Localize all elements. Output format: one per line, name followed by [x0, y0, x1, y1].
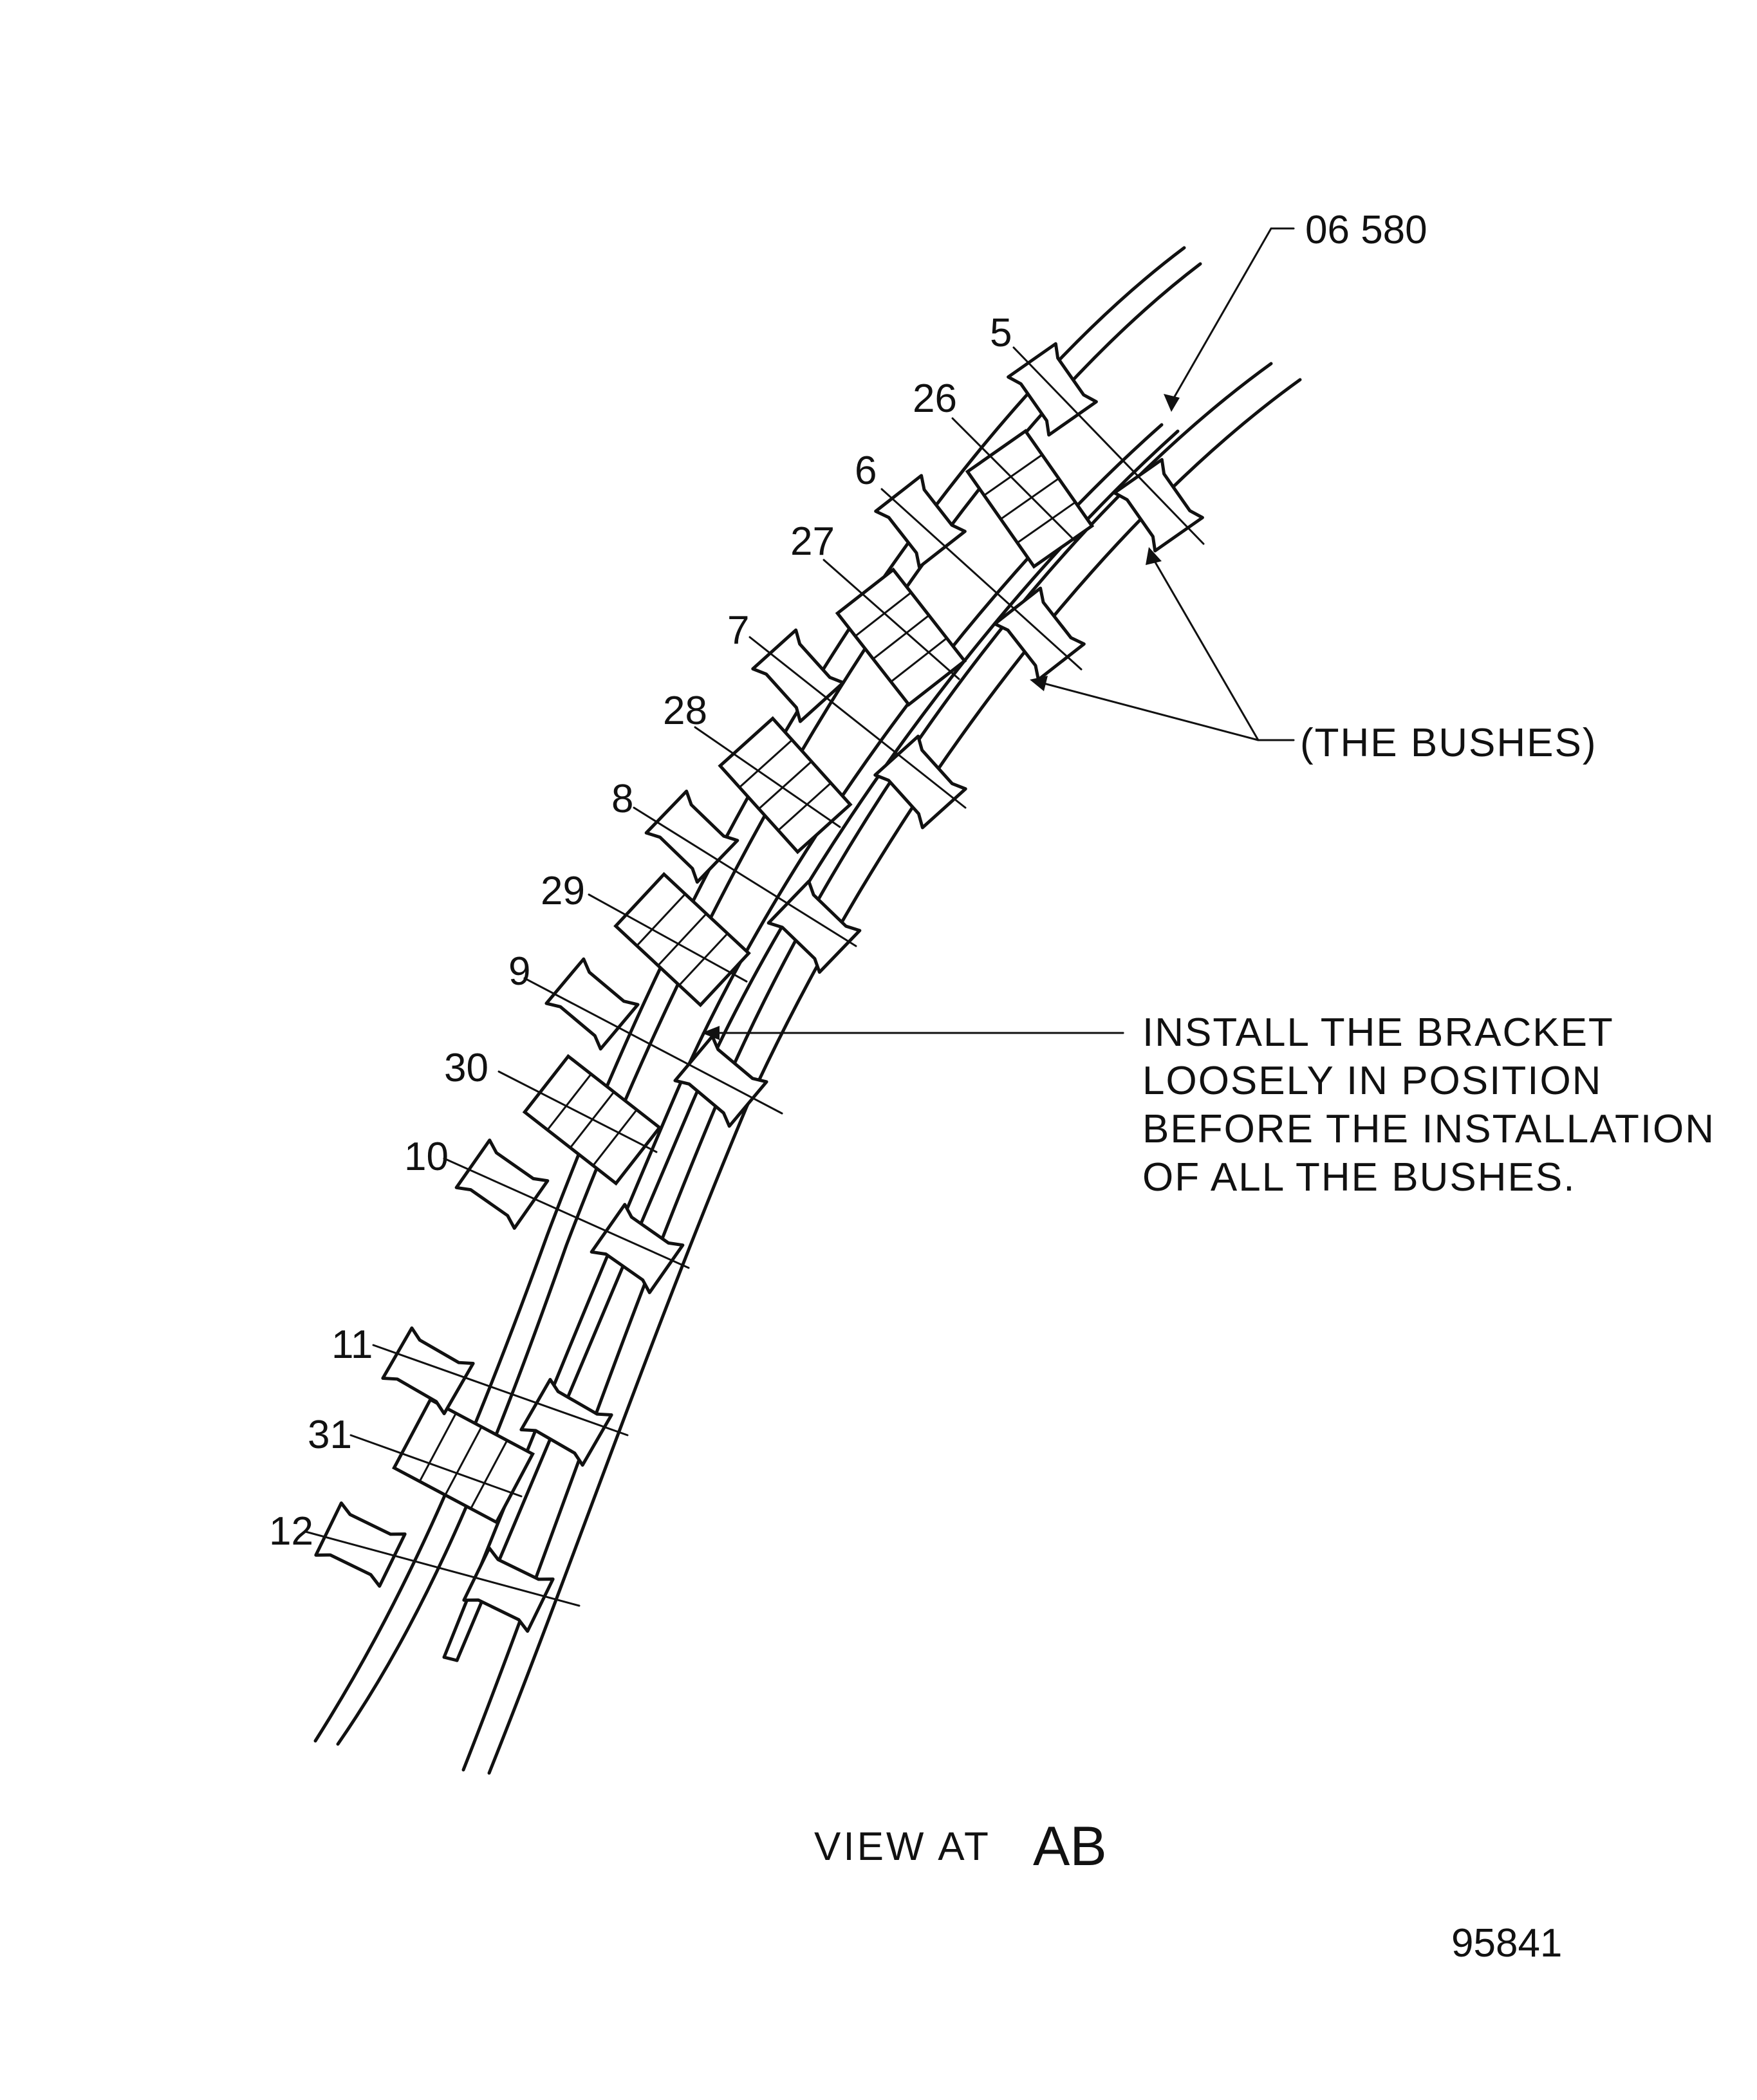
- cross-piece-29: [613, 871, 751, 1008]
- item-label-30: 30: [444, 1046, 488, 1090]
- item-label-5: 5: [990, 311, 1012, 355]
- item-label-28: 28: [663, 689, 707, 733]
- part-reference-arrow-icon: [1164, 394, 1180, 412]
- outer-rail: [313, 246, 1202, 1746]
- inner-rail-bushes: [462, 458, 1204, 1633]
- item-label-11: 11: [331, 1323, 373, 1367]
- cross-piece-27: [835, 567, 967, 707]
- part-reference-label: 06 580: [1305, 208, 1427, 252]
- bushes-arrow-icon-lower: [1030, 676, 1048, 691]
- inner-bush-6: [590, 1203, 685, 1294]
- inner-bush-7: [519, 1378, 613, 1467]
- inner-bush-1: [1113, 458, 1204, 553]
- instruction-line-1: INSTALL THE BRACKET: [1142, 1010, 1614, 1055]
- instruction-arrow-icon: [702, 1026, 720, 1040]
- bushes-label: (THE BUSHES): [1300, 721, 1597, 765]
- item-label-26: 26: [913, 376, 957, 421]
- instruction-line-4: OF ALL THE BUSHES.: [1142, 1155, 1576, 1200]
- instruction-line-3: BEFORE THE INSTALLATION: [1142, 1107, 1715, 1151]
- item-label-9: 9: [508, 949, 530, 994]
- bushes-arrow-icon-upper: [1146, 547, 1162, 565]
- caption-view-at: VIEW AT: [814, 1825, 991, 1869]
- item-label-8: 8: [611, 777, 633, 821]
- item-label-31: 31: [308, 1413, 352, 1457]
- inner-bush-8: [462, 1546, 555, 1633]
- part-reference: 06 580: [1164, 208, 1427, 412]
- bracket-strip: [442, 423, 1180, 1662]
- inner-bush-2: [993, 586, 1086, 682]
- caption-section: AB: [1033, 1816, 1107, 1877]
- instruction-line-2: LOOSELY IN POSITION: [1142, 1059, 1602, 1103]
- cross-piece-31: [391, 1397, 535, 1525]
- bush-9: [544, 957, 640, 1051]
- item-label-12: 12: [269, 1509, 313, 1554]
- item-label-7: 7: [727, 608, 749, 653]
- item-label-10: 10: [404, 1135, 449, 1179]
- bush-8: [644, 789, 739, 884]
- bush-11: [381, 1326, 475, 1415]
- cross-piece-28: [718, 716, 853, 855]
- item-label-27: 27: [790, 519, 835, 564]
- figure-number: 95841: [1451, 1921, 1562, 1965]
- item-label-29: 29: [541, 869, 585, 913]
- bushes-callout: (THE BUSHES): [1030, 547, 1597, 765]
- install-instruction-callout: INSTALL THE BRACKET LOOSELY IN POSITION …: [702, 1010, 1715, 1200]
- outer-rail-bushes: [314, 342, 1098, 1588]
- inner-bush-3: [873, 734, 967, 830]
- bush-5: [1007, 342, 1098, 437]
- item-leader-lines: [304, 346, 1205, 1607]
- item-label-6: 6: [855, 449, 877, 493]
- bush-12: [314, 1501, 407, 1588]
- view-caption: VIEW AT AB: [814, 1816, 1107, 1877]
- bracket-cross-pieces: [391, 429, 1095, 1525]
- inner-bush-4: [767, 879, 862, 974]
- item-labels: 5 26 6 27 7 28 8 29 9 30 10 11 31 12: [269, 311, 1012, 1554]
